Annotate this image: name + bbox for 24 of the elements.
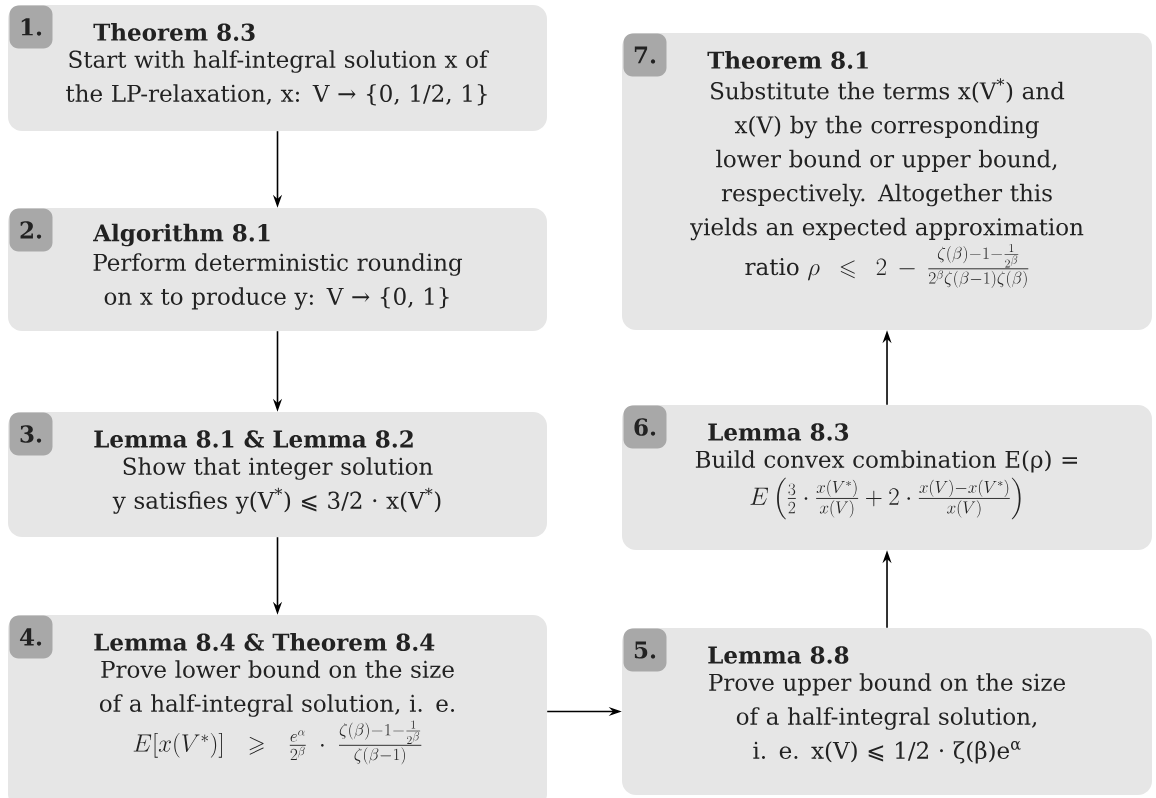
step-number-badge: 5. [623,628,667,672]
step-heading: Theorem 8.3 [93,23,255,41]
step-number-badge: 7. [623,33,667,77]
formula: $\text{ratio }\rho\leqslant 2-\frac{\zeta(\beta)-1-\frac{1}{2^\beta}}{2^\beta\zeta(\beta-1)\zeta(\beta)}$ [745,244,1029,288]
body-text: Show that integer solution y satisfies y(V$^{*}$) ⩽ 3/2 · x(V$^{*}$) [112,457,441,514]
step-heading: Lemma 8.1 & Lemma 8.2 [94,430,413,448]
step-number-badge: 2. [9,208,53,252]
body-text: Perform deterministic rounding on x to produce y: V → {0, 1} [93,253,463,310]
step-heading: Algorithm 8.1 [93,223,270,247]
body-text: Start with half-integral solution x of the LP-relaxation, x: V → {0, 1/2, 1} [66,50,489,106]
formula: $E[x(V^*)] \geqslant \frac{e^\alpha}{2^\beta}\cdot\frac{\zeta(\beta)-1-\frac{1}{2^\beta}}{\zeta(\beta-1)}$ [133,720,422,765]
step-heading: Lemma 8.8 [708,646,849,664]
body-text: Substitute the terms x(V$^{*}$) and x(V) by the corresponding lower bound or upper bound, respectively. Altogether this yields an expected approximation [690,78,1084,241]
step-heading: Theorem 8.1 [707,51,868,69]
step-number-badge: 4. [9,615,53,659]
body-text: Prove upper bound on the size of a half-integral solution, i. e. x(V) ⩽ 1/2 · ζ(β)e$^{α}$ [709,673,1065,764]
step-number-badge: 3. [9,412,53,456]
step-heading: Lemma 8.3 [708,423,849,441]
body-text: Prove lower bound on the size of a half-integral solution, i. e. [99,660,455,717]
step-number-badge: 1. [9,5,53,49]
formula: $E\left(\frac{3}{2}\cdot\frac{x(V^*)}{x(V)}+2\cdot\frac{x(V)-x(V^*)}{x(V)}\right)$ [750,477,1021,520]
step-number-badge: 6. [623,405,667,449]
step-heading: Lemma 8.4 & Theorem 8.4 [94,633,435,651]
body-text: Build convex combination E(ρ) = [695,450,1077,473]
